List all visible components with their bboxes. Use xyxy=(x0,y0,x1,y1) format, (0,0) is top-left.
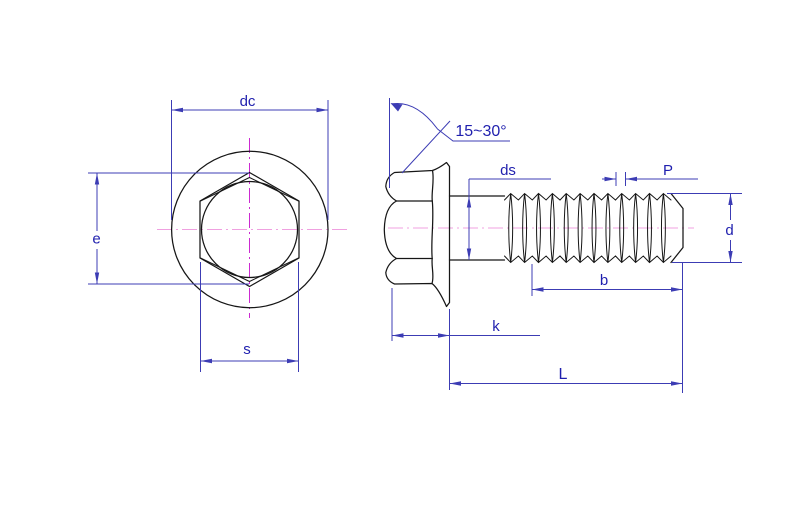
dim-s xyxy=(200,262,299,372)
dim-dc xyxy=(171,100,329,220)
dim-label-k: k xyxy=(492,318,500,335)
head-face-division-lines xyxy=(395,200,433,260)
tip-chamfer xyxy=(670,192,684,264)
dim-P xyxy=(602,172,698,186)
side-view xyxy=(383,161,694,308)
head-corner-wave-line xyxy=(431,169,434,285)
dim-b xyxy=(531,263,683,393)
dim-label-e: e xyxy=(92,231,100,248)
dim-label-L: L xyxy=(559,366,568,383)
flange-circle xyxy=(170,150,329,309)
dim-label-b: b xyxy=(600,272,608,289)
dim-label-d: d xyxy=(725,222,733,239)
dim-d xyxy=(667,193,742,263)
dim-k xyxy=(391,288,540,390)
dim-ds xyxy=(466,178,551,260)
dim-label-dc: dc xyxy=(240,93,256,110)
front-view xyxy=(157,138,350,318)
dimensions xyxy=(88,98,742,393)
dimension-labels: dc e s 15~30° ds P d b k L xyxy=(92,93,733,383)
dim-label-angle: 15~30° xyxy=(455,123,506,140)
shank-outline xyxy=(448,195,506,261)
head-outline xyxy=(383,161,451,308)
dim-label-P: P xyxy=(663,162,673,179)
thread-profile xyxy=(504,192,672,264)
inscribed-chamfer-circle xyxy=(200,180,299,279)
dim-L xyxy=(449,381,683,386)
hexagon-chamfer-lines xyxy=(200,177,299,282)
dim-label-ds: ds xyxy=(500,162,516,179)
dim-label-s: s xyxy=(243,341,251,358)
dim-angle xyxy=(389,98,510,188)
dim-e xyxy=(88,172,249,285)
